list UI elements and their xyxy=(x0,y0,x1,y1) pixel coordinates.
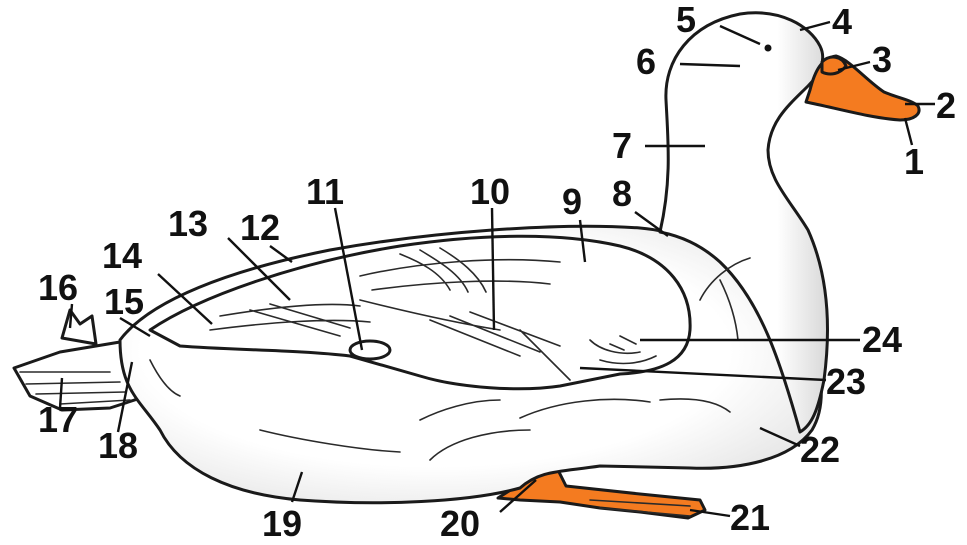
label-19: 19 xyxy=(262,503,302,544)
label-22: 22 xyxy=(800,429,840,470)
label-2: 2 xyxy=(936,85,956,126)
label-1: 1 xyxy=(904,141,924,182)
label-4: 4 xyxy=(832,1,852,42)
label-7: 7 xyxy=(612,125,632,166)
label-15: 15 xyxy=(104,281,144,322)
label-14: 14 xyxy=(102,235,142,276)
label-16: 16 xyxy=(38,267,78,308)
label-9: 9 xyxy=(562,181,582,222)
label-12: 12 xyxy=(240,207,280,248)
label-17: 17 xyxy=(38,399,78,440)
label-6: 6 xyxy=(636,41,656,82)
label-24: 24 xyxy=(862,319,902,360)
label-21: 21 xyxy=(730,497,770,538)
label-23: 23 xyxy=(826,361,866,402)
label-20: 20 xyxy=(440,503,480,544)
goose-beak-knob xyxy=(822,57,846,74)
goose-tail-tuft xyxy=(62,310,96,344)
label-3: 3 xyxy=(872,39,892,80)
label-13: 13 xyxy=(168,203,208,244)
label-11: 11 xyxy=(306,171,344,212)
label-18: 18 xyxy=(98,425,138,466)
goose-wing-pocket xyxy=(350,341,390,359)
label-8: 8 xyxy=(612,173,632,214)
goose-eye xyxy=(765,45,772,52)
label-10: 10 xyxy=(470,171,510,212)
label-5: 5 xyxy=(676,0,696,40)
